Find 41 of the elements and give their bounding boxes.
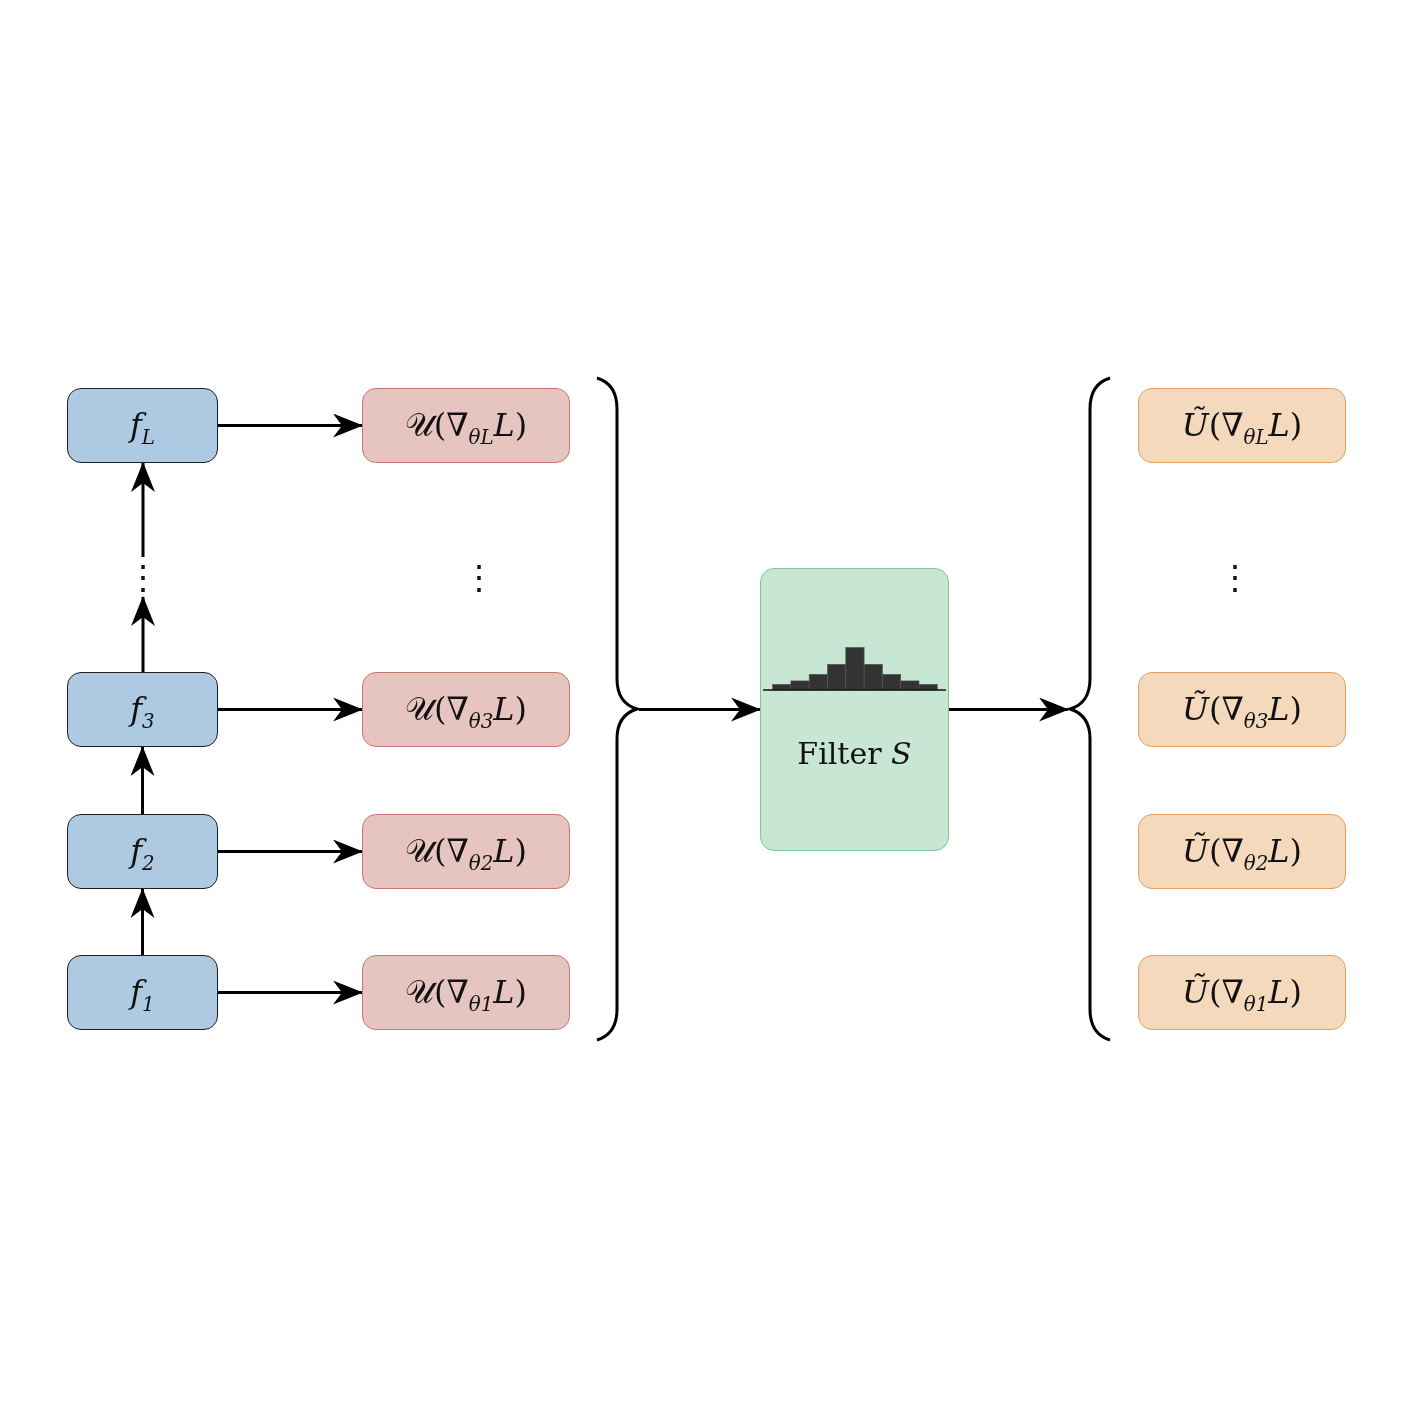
arrow <box>218 839 363 864</box>
layer-box <box>67 388 218 463</box>
arrow <box>130 746 155 814</box>
math-label: f$_{L}$ <box>130 407 155 444</box>
math-label: Ũ(∇$_{θ2}$L) <box>1181 833 1303 870</box>
math-label: 𝒰(∇$_{θ2}$L) <box>404 833 528 870</box>
vertical-ellipsis: ⋮ <box>462 557 496 597</box>
math-label: 𝒰(∇$_{θ1}$L) <box>404 974 528 1011</box>
filtered-gradient-box <box>1138 672 1346 747</box>
layer-box <box>67 814 218 889</box>
arrow <box>639 697 761 722</box>
vertical-ellipsis: ⋮ <box>131 557 155 597</box>
math-label: Ũ(∇$_{θL}$L) <box>1181 407 1303 444</box>
gradient-box <box>362 955 570 1030</box>
curly-brace <box>1068 377 1112 1041</box>
math-label: 𝒰(∇$_{θ3}$L) <box>404 691 528 728</box>
math-label: f$_{2}$ <box>130 833 155 870</box>
layer-box <box>67 672 218 747</box>
gradient-box <box>362 388 570 463</box>
arrow <box>218 697 363 722</box>
filter-box <box>760 568 949 851</box>
arrow <box>218 413 363 438</box>
math-label: f$_{3}$ <box>130 691 155 728</box>
vertical-ellipsis: ⋮ <box>1218 557 1252 597</box>
math-label: f$_{1}$ <box>130 974 155 1011</box>
math-label: 𝒰(∇$_{θL}$L) <box>404 407 528 444</box>
curly-brace <box>595 377 639 1041</box>
arrow <box>130 888 155 955</box>
gradient-box <box>362 814 570 889</box>
filter-label: Filter S <box>797 737 912 772</box>
gradient-box <box>362 672 570 747</box>
filtered-gradient-box <box>1138 814 1346 889</box>
arrow <box>131 596 155 672</box>
arrow <box>131 462 155 557</box>
arrow <box>218 980 363 1005</box>
filtered-gradient-box <box>1138 955 1346 1030</box>
arrow <box>949 697 1069 722</box>
filtered-gradient-box <box>1138 388 1346 463</box>
layer-box <box>67 955 218 1030</box>
math-label: Ũ(∇$_{θ1}$L) <box>1181 974 1303 1011</box>
math-label: Ũ(∇$_{θ3}$L) <box>1181 691 1303 728</box>
